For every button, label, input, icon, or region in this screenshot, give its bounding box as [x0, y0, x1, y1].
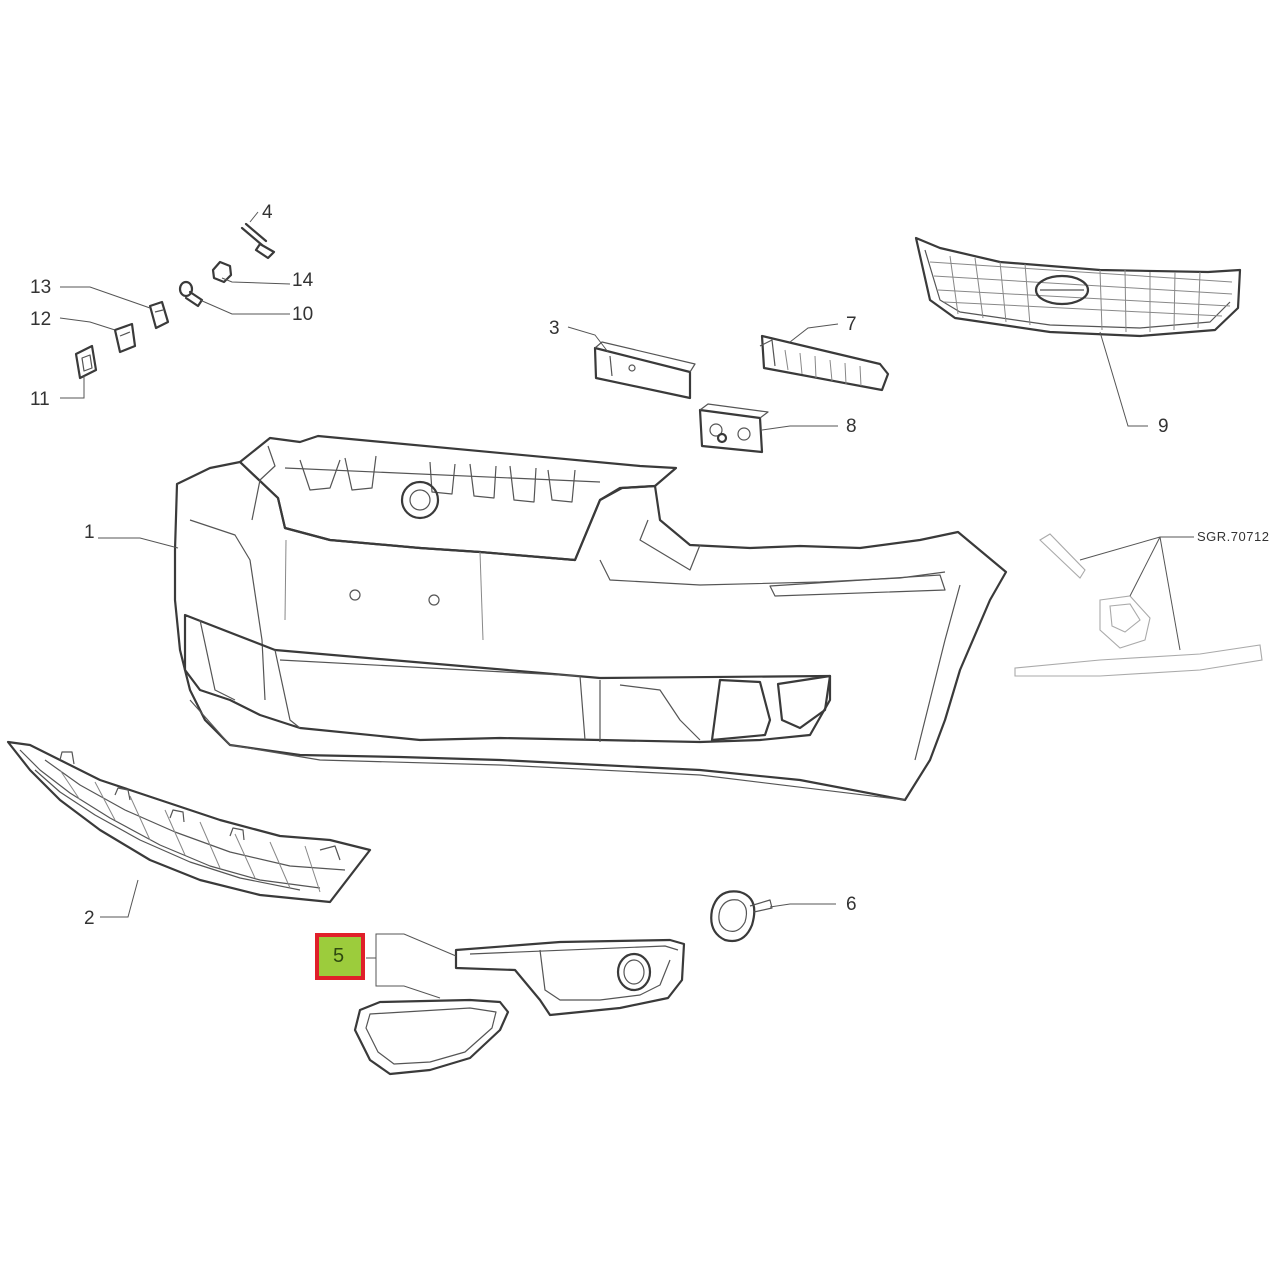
- upper-grille: [914, 236, 1242, 338]
- highlighted-callout-5[interactable]: 5: [315, 933, 365, 980]
- fastener-detail-ghost: [1014, 533, 1263, 677]
- callout-5: 5: [333, 945, 344, 967]
- callout-labels: 1 2 3 4 6 7 8 9 10 11 12 13 14 SGR.70712: [30, 202, 1269, 929]
- leader-lines: [59, 211, 1194, 999]
- tow-eye-cover: [710, 890, 773, 943]
- callout-11: 11: [30, 389, 50, 410]
- highlight-box: [315, 933, 365, 980]
- screw-part-4: [240, 222, 276, 260]
- callout-13: 13: [30, 277, 51, 298]
- callout-3: 3: [549, 318, 560, 339]
- clip-part-14: [211, 260, 233, 284]
- lower-grille: [6, 740, 372, 904]
- bracket-part-3: [593, 341, 696, 400]
- clip-part-12: [113, 322, 137, 354]
- sensor-part-8: [698, 403, 769, 454]
- callout-2: 2: [84, 908, 95, 929]
- front-bumper: [173, 434, 1008, 802]
- rivet-part-10: [178, 280, 204, 308]
- callout-4: 4: [262, 202, 273, 223]
- reference-code: SGR.70712: [1197, 529, 1269, 544]
- callout-6: 6: [846, 894, 857, 915]
- callout-14: 14: [292, 270, 314, 291]
- callout-7: 7: [846, 314, 857, 335]
- callout-1: 1: [84, 522, 95, 543]
- callout-12: 12: [30, 309, 51, 330]
- fog-lamp-frame-set: [353, 938, 686, 1076]
- clip-part-11: [74, 344, 98, 380]
- callout-10: 10: [292, 304, 313, 325]
- callout-8: 8: [846, 416, 857, 437]
- bracket-part-7: [759, 334, 890, 392]
- clip-part-13: [148, 300, 170, 330]
- callout-9: 9: [1158, 416, 1169, 437]
